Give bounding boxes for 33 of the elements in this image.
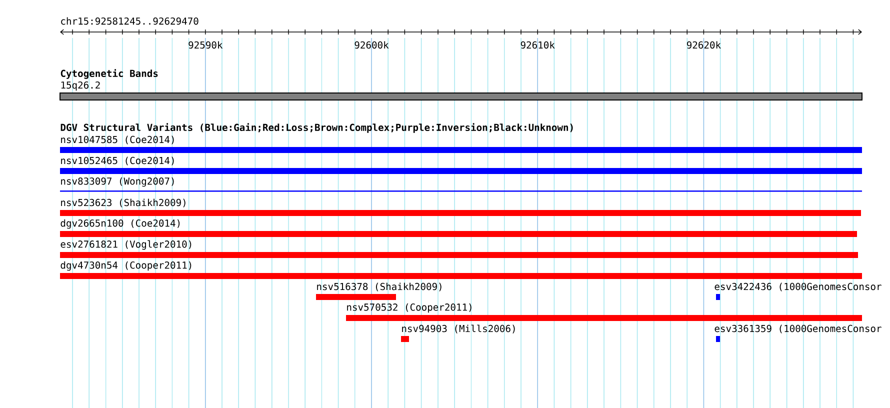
tick-label: 92620k — [686, 41, 721, 49]
track-title: DGV Structural Variants (Blue:Gain;Red:Loss;Brown:Complex;Purple:Inversion;Black:Unknown) — [60, 123, 573, 133]
variant-bar: nsv570532 (Cooper2011) — [346, 303, 862, 321]
node-label: nsv570532 (Cooper2011) — [347, 303, 472, 313]
tick-label: 92590k — [188, 41, 223, 49]
node-label: esv2761821 (Vogler2010) — [60, 240, 192, 250]
tick-label: 92610k — [520, 41, 555, 49]
node-label: nsv833097 (Wong2007) — [61, 177, 174, 187]
coordinate-label: chr15:92581245..92629470 — [61, 17, 198, 25]
node-label: esv3422436 (1000GenomesConsor — [714, 282, 882, 292]
node-label: nsv94903 (Mills2006) — [402, 324, 515, 334]
variant-bar: dgv2665n100 (Coe2014) — [60, 219, 857, 237]
variant-bar: nsv516378 (Shaikh2009) — [316, 282, 442, 300]
variant-bar: nsv833097 (Wong2007) — [60, 177, 862, 192]
variant-bar: esv2761821 (Vogler2010) — [60, 240, 858, 258]
variant-bar: esv3361359 (1000GenomesConsor — [714, 324, 882, 342]
node-label: nsv523623 (Shaikh2009) — [61, 198, 186, 208]
tick-label: 92600k — [354, 41, 389, 49]
node-label: dgv2665n100 (Coe2014) — [60, 219, 180, 229]
variant-bar: nsv1047585 (Coe2014) — [60, 136, 862, 153]
variant-bar: nsv1052465 (Coe2014) — [60, 156, 862, 174]
node-label: nsv1047585 (Coe2014) — [61, 136, 174, 144]
variant-bar: dgv4730n54 (Cooper2011) — [60, 261, 862, 279]
node-label: 15q26.2 — [61, 81, 100, 91]
cytoband-bar: 15q26.2 — [60, 81, 862, 100]
node-label: nsv516378 (Shaikh2009) — [317, 282, 442, 292]
track-title: Cytogenetic Bands — [60, 69, 158, 79]
node-label: nsv1052465 (Coe2014) — [61, 156, 174, 166]
variant-bar: esv3422436 (1000GenomesConsor — [714, 282, 882, 300]
variant-bar: nsv523623 (Shaikh2009) — [60, 198, 861, 216]
variant-bar: nsv94903 (Mills2006) — [401, 324, 515, 342]
node-label: esv3361359 (1000GenomesConsor — [714, 324, 882, 334]
node-label: dgv4730n54 (Cooper2011) — [60, 261, 192, 271]
